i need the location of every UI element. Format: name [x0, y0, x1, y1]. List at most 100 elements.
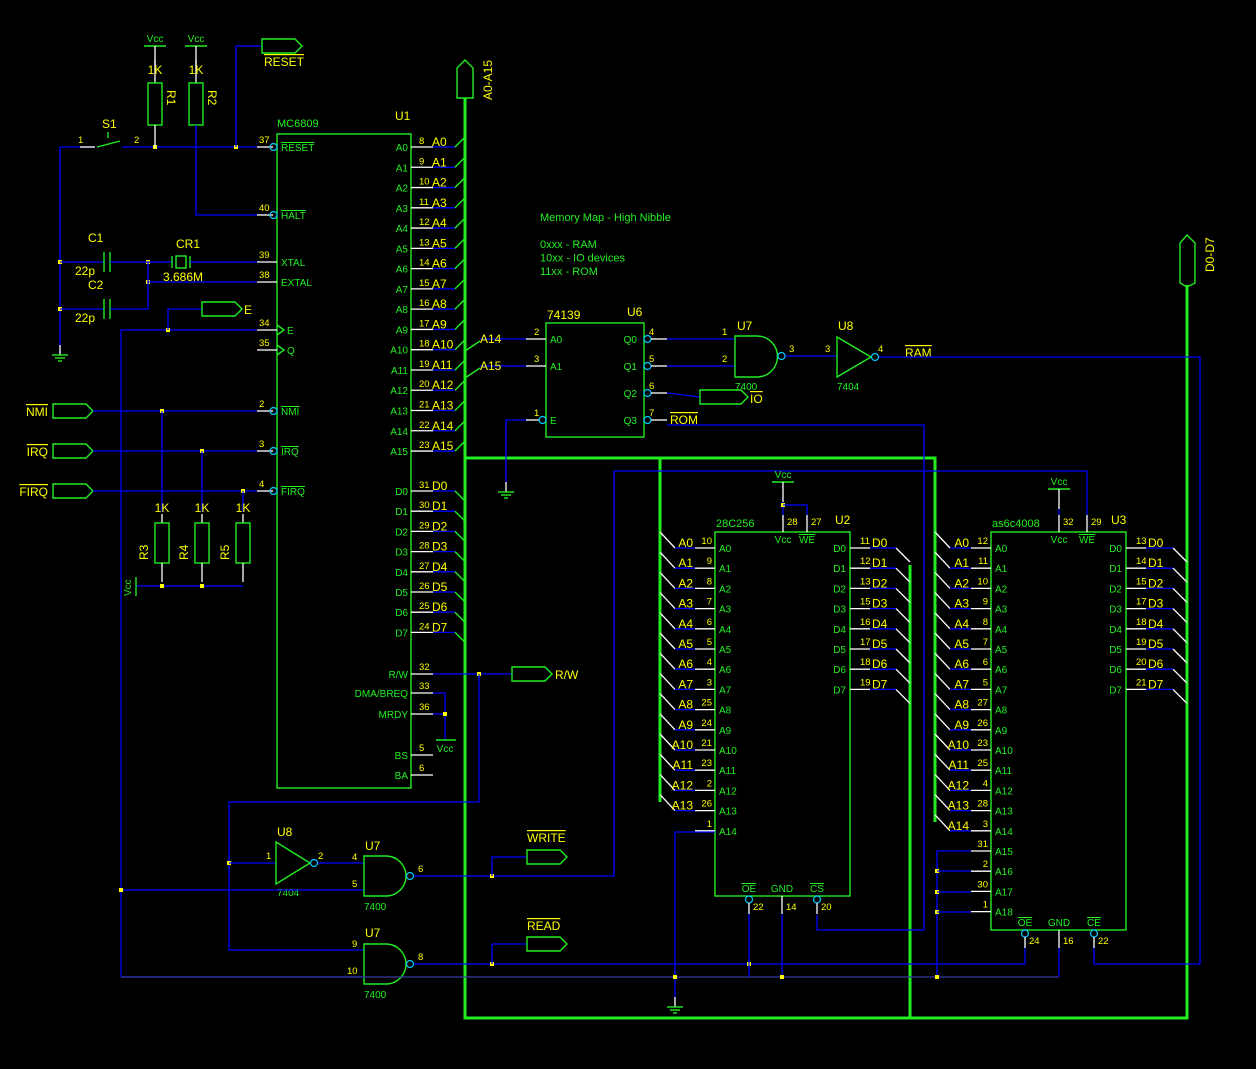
u1-pin-number: 37 — [259, 135, 270, 146]
wire — [783, 504, 808, 515]
u1-pin-number: 19 — [419, 359, 430, 370]
write-flag — [526, 849, 568, 865]
u1-pin-name: Q — [287, 346, 295, 357]
memory-map-heading: Memory Map - High Nibble — [540, 212, 671, 224]
wire — [936, 850, 971, 977]
bus-entry — [659, 612, 676, 630]
a15-net-label: A15 — [480, 359, 502, 373]
u3-pin-number: 6 — [983, 657, 988, 668]
inversion-bubble — [269, 446, 278, 456]
inversion-bubble — [269, 406, 278, 416]
u3-pin-name: A12 — [995, 786, 1013, 797]
u3-pin-name: A7 — [995, 685, 1008, 696]
net-label: A10 — [948, 738, 970, 752]
u3-pin-number: 18 — [1136, 617, 1147, 628]
junction-dot — [935, 975, 939, 979]
u1-pin-number: 20 — [419, 379, 430, 390]
u2-pin-name: A4 — [719, 625, 732, 636]
junction-dot — [780, 975, 784, 979]
u2-pin-number: 1 — [707, 819, 712, 830]
net-label: A2 — [954, 576, 969, 590]
u2-pin-number: 17 — [860, 637, 871, 648]
u1-pin-number: 15 — [419, 278, 430, 289]
u3-pin-name: A11 — [995, 766, 1012, 777]
wire — [491, 856, 527, 876]
u1-pin-number: 31 — [419, 480, 430, 491]
u6-pin-number: 1 — [534, 408, 539, 419]
junction-dot — [673, 975, 677, 979]
u1-pin-number: 32 — [419, 662, 430, 673]
u1-pin-number: 4 — [259, 479, 264, 490]
u1-pin-name: BS — [395, 751, 409, 762]
bus-entry — [934, 794, 951, 812]
u2-pin-number: 25 — [701, 698, 712, 709]
reset-flag-label ov: RESET — [264, 55, 305, 69]
u3-pin-number: 14 — [1136, 556, 1147, 567]
u2-pin-number: 12 — [860, 556, 871, 567]
bus-entry — [934, 592, 951, 610]
memory-map-line: 10xx - IO devices — [540, 253, 625, 265]
u3-pin-name: Vcc — [1051, 535, 1068, 546]
u3-pin-number: 7 — [983, 637, 988, 648]
wire — [167, 308, 202, 330]
e-flag-label: E — [244, 303, 252, 317]
u1-pin-name: MRDY — [379, 710, 409, 721]
crystal-icon — [175, 255, 187, 269]
bus-entry — [454, 510, 466, 522]
u1-pin-name: A8 — [396, 305, 409, 316]
u3-pin-name: A8 — [995, 706, 1008, 717]
u3-pin-number: 22 — [1098, 936, 1109, 947]
u1-part-label: MC6809 — [277, 118, 319, 130]
bus-entry — [895, 547, 911, 563]
u1-pin-name: A12 — [390, 386, 408, 397]
u2-pin-number: 5 — [707, 637, 712, 648]
pin-number: 4 — [352, 852, 357, 863]
bus-entry — [934, 693, 951, 711]
bus-entry — [934, 773, 951, 791]
net-label: D6 — [1148, 657, 1164, 671]
net-label: A14 — [432, 419, 454, 433]
net-label: D4 — [872, 617, 888, 631]
bus-entry — [1172, 587, 1188, 603]
u3-pin-number: 28 — [977, 799, 988, 810]
pin-number: 1 — [722, 327, 727, 338]
bus-entry — [934, 713, 951, 731]
vcc-label: Vcc — [437, 744, 454, 755]
net-label: D3 — [432, 540, 448, 554]
read-flag — [526, 936, 568, 952]
firq-flag-label: FIRQ — [19, 485, 48, 499]
wire — [110, 262, 149, 310]
bus-entry — [659, 794, 676, 812]
u3-pin-name: A16 — [995, 867, 1013, 878]
net-label: A8 — [954, 698, 969, 712]
net-label: A0 — [432, 135, 447, 149]
bus-entry — [1172, 567, 1188, 583]
inversion-bubble — [405, 959, 415, 969]
u3-pin-name: A14 — [995, 827, 1013, 838]
u2-pin-number: 11 — [860, 536, 870, 547]
u1-pin-name: XTAL — [281, 258, 306, 269]
bus-entry — [454, 551, 466, 563]
u2-pin-number: 16 — [860, 617, 871, 628]
net-label: A7 — [432, 277, 447, 291]
u2-pin-name: CS — [810, 884, 824, 895]
net-label: A3 — [678, 597, 693, 611]
wire — [505, 419, 526, 482]
u2-pin-name: D2 — [833, 584, 846, 595]
bus-entry — [454, 339, 466, 351]
net-label: A9 — [678, 718, 693, 732]
u3-pin-number: 29 — [1091, 517, 1102, 528]
ram-net-label: RAM — [905, 346, 932, 360]
u1-pin-name: A1 — [396, 163, 409, 174]
net-label: A4 — [678, 617, 693, 631]
u1-pin-number: 13 — [419, 237, 430, 248]
u2-ref-label: U2 — [835, 513, 851, 527]
u8-ref: U8 — [838, 319, 854, 333]
cr1-ref: CR1 — [176, 237, 200, 251]
u1-pin-number: 29 — [419, 520, 430, 531]
u3-pin-name: A6 — [995, 665, 1008, 676]
u2-pin-name: A8 — [719, 706, 732, 717]
resistor-body — [147, 82, 163, 126]
resistor-body — [194, 522, 210, 564]
